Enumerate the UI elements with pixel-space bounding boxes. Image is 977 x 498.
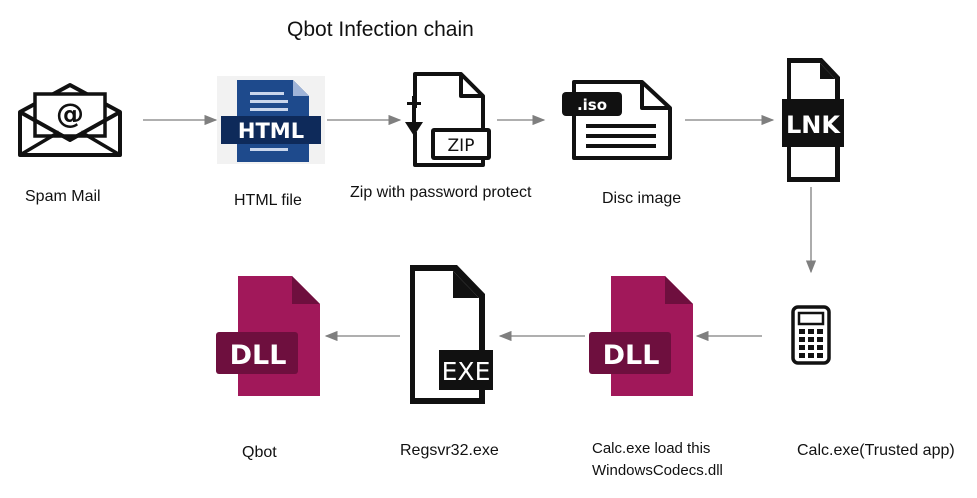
label-codecs-line2: WindowsCodecs.dll	[592, 462, 723, 479]
iso-file-icon: .iso	[562, 80, 672, 160]
label-calc: Calc.exe(Trusted app)	[797, 442, 955, 459]
qbot-dll-icon-text: DLL	[230, 340, 287, 371]
html-file-icon: HTML	[217, 76, 325, 164]
html-icon-text: HTML	[238, 119, 304, 143]
label-qbot: Qbot	[242, 444, 277, 461]
label-codecs-line1: Calc.exe load this	[592, 440, 711, 457]
qbot-dll-file-icon: DLL	[216, 276, 320, 396]
exe-file-icon: EXE	[410, 265, 493, 404]
dll-icon-text: DLL	[603, 340, 660, 371]
label-regsvr: Regsvr32.exe	[400, 442, 499, 459]
label-spam-mail: Spam Mail	[25, 188, 101, 205]
dll-file-icon: DLL	[589, 276, 693, 396]
iso-icon-text: .iso	[577, 96, 607, 114]
label-disc-image: Disc image	[602, 190, 682, 207]
exe-icon-text: EXE	[442, 357, 491, 386]
lnk-icon-text: LNK	[786, 111, 841, 139]
svg-text:@: @	[56, 97, 84, 130]
zip-file-icon: ZIP	[405, 72, 491, 167]
label-zip: Zip with password protect	[350, 184, 532, 201]
envelope-at-icon: @	[18, 83, 122, 157]
calculator-icon	[791, 305, 831, 365]
zip-icon-text: ZIP	[448, 136, 475, 156]
label-html-file: HTML file	[234, 192, 302, 209]
lnk-file-icon: LNK	[782, 58, 844, 182]
diagram-title: Qbot Infection chain	[287, 18, 474, 41]
